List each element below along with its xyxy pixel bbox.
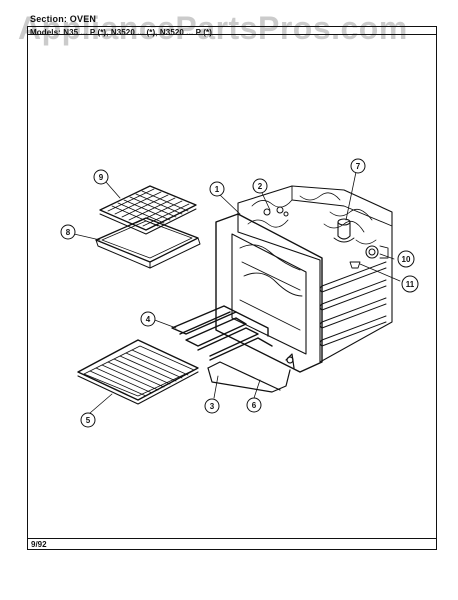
bake-element [171, 305, 273, 361]
header-divider [27, 34, 437, 35]
callout-7-circle [350, 158, 366, 174]
callout-4-circle [140, 311, 156, 327]
callout-numbers: 1 2 3 4 5 6 7 8 9 10 11 [66, 162, 415, 425]
callout-circles [60, 158, 419, 428]
callout-1: 1 [215, 185, 220, 194]
callout-10-circle [397, 250, 415, 268]
oven-liner [237, 185, 393, 363]
callout-11: 11 [406, 280, 415, 289]
callout-3: 3 [210, 402, 215, 411]
broiler-pan [95, 217, 201, 269]
callout-2: 2 [258, 182, 263, 191]
footer-date: 9/92 [31, 540, 47, 549]
callout-6: 6 [252, 401, 257, 410]
callout-10: 10 [402, 255, 411, 264]
callout-9-circle [93, 169, 109, 185]
leader-lines [73, 171, 401, 414]
callout-1-circle [209, 181, 225, 197]
callout-5: 5 [86, 416, 91, 425]
oven-front-frame [215, 213, 323, 373]
callout-8-circle [60, 224, 76, 240]
callout-11-circle [401, 275, 419, 293]
callout-5-circle [80, 412, 96, 428]
diagram-frame [27, 26, 437, 550]
section-label: Section: OVEN [30, 14, 97, 24]
oven-sensor [333, 218, 355, 243]
callout-4: 4 [146, 315, 151, 324]
footer-divider [27, 538, 437, 539]
oven-light-parts [349, 245, 389, 269]
callout-8: 8 [66, 228, 71, 237]
callout-2-circle [252, 178, 268, 194]
callout-6-circle [246, 397, 262, 413]
callout-3-circle [204, 398, 220, 414]
oven-rack [77, 339, 199, 405]
broil-element [207, 353, 295, 393]
broiler-pan-insert [99, 185, 197, 235]
callout-7: 7 [356, 162, 361, 171]
callout-9: 9 [99, 173, 104, 182]
model-label: Models: N35 ... P (*), N3520 ... (*), N3… [30, 28, 212, 37]
